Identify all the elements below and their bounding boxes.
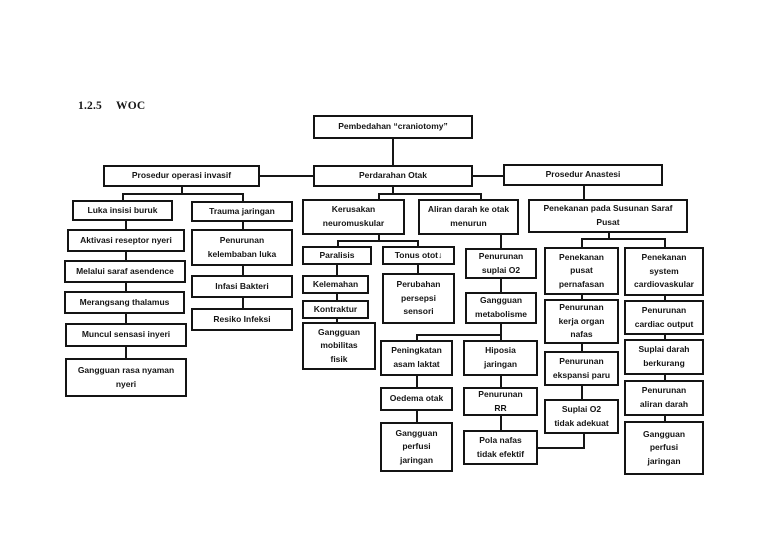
node-gangguan-rasa-nyaman-nyeri: Gangguan rasa nyaman nyeri: [65, 358, 187, 397]
node-peningkatan-asam-laktat: Peningkatan asam laktat: [380, 340, 453, 376]
connector-line: [125, 314, 127, 324]
connector-line: [378, 193, 380, 200]
connector-line: [608, 233, 610, 240]
connector-line: [500, 376, 502, 388]
node-melalui-saraf-asendence: Melalui saraf asendence: [64, 260, 186, 283]
connector-line: [336, 265, 338, 276]
connector-line: [664, 375, 666, 381]
node-penekanan-susunan-saraf-pusat: Penekanan pada Susunan Saraf Pusat: [528, 199, 688, 233]
connector-line: [664, 238, 666, 248]
node-infasi-bakteri: Infasi Bakteri: [191, 275, 293, 298]
section-heading: 1.2.5 WOC: [78, 100, 145, 112]
node-prosedur-anastesi: Prosedur Anastesi: [503, 164, 663, 186]
connector-line: [581, 295, 583, 300]
connector-line: [336, 319, 338, 323]
connector-line: [664, 416, 666, 422]
node-gangguan-perfusi-jaringan-tengah: Gangguan perfusi jaringan: [380, 422, 453, 472]
node-luka-insisi-buruk: Luka insisi buruk: [72, 200, 173, 221]
node-aktivasi-reseptor-nyeri: Aktivasi reseptor nyeri: [67, 229, 185, 252]
node-penurunan-ekspansi-paru: Penurunan ekspansi paru: [544, 351, 619, 386]
connector-line: [125, 347, 127, 359]
node-paralisis: Paralisis: [302, 246, 372, 265]
connector-line: [416, 411, 418, 423]
connector-line: [242, 266, 244, 276]
node-gangguan-metabolisme: Gangguan metabolisme: [465, 292, 537, 324]
node-penurunan-kelembaban-luka: Penurunan kelembaban luka: [191, 229, 293, 266]
node-muncul-sensasi-nyeri: Muncul sensasi inyeri: [65, 323, 187, 347]
connector-line: [500, 324, 502, 341]
connector-line: [392, 187, 394, 194]
node-penurunan-suplai-o2: Penurunan suplai O2: [465, 248, 537, 279]
connector-line: [664, 296, 666, 301]
node-penurunan-kerja-organ-nafas: Penurunan kerja organ nafas: [544, 299, 619, 344]
node-pola-nafas-tidak-efektif: Pola nafas tidak efektif: [463, 430, 538, 465]
node-perdarahan-otak: Perdarahan Otak: [313, 165, 473, 187]
node-kelemahan: Kelemahan: [302, 275, 369, 294]
connector-line: [337, 240, 339, 247]
node-gangguan-mobilitas-fisik: Gangguan mobilitas fisik: [302, 322, 376, 370]
section-title: WOC: [116, 100, 146, 112]
node-oedema-otak: Oedema otak: [380, 387, 453, 411]
node-trauma-jaringan: Trauma jaringan: [191, 201, 293, 222]
connector-line: [417, 265, 419, 274]
node-tonus-otot: Tonus otot↓: [382, 246, 455, 265]
node-aliran-darah-ke-otak-menurun: Aliran darah ke otak menurun: [418, 199, 519, 235]
node-perubahan-persepsi-sensori: Perubahan persepsi sensori: [382, 273, 455, 324]
node-kontraktur: Kontraktur: [302, 300, 369, 319]
connector-line: [242, 193, 244, 202]
connector-line: [500, 416, 502, 431]
connector-line: [125, 252, 127, 261]
connector-line: [125, 283, 127, 292]
connector-line: [242, 298, 244, 309]
connector-line: [664, 335, 666, 340]
connector-line: [242, 222, 244, 230]
section-number: 1.2.5: [78, 100, 102, 112]
connector-line: [480, 193, 482, 200]
connector-line: [122, 193, 124, 201]
connector-line: [336, 294, 338, 301]
connector-line: [473, 175, 504, 177]
node-penekanan-system-cardiovaskular: Penekanan system cardiovaskular: [624, 247, 704, 296]
connector-line: [581, 238, 666, 240]
node-resiko-infeksi: Resiko Infeksi: [191, 308, 293, 331]
node-prosedur-operasi-invasif: Prosedur operasi invasif: [103, 165, 260, 187]
connector-line: [337, 240, 419, 242]
connector-line: [392, 139, 394, 166]
connector-line: [416, 376, 418, 388]
node-suplai-darah-berkurang: Suplai darah berkurang: [624, 339, 704, 375]
connector-line: [500, 279, 502, 293]
node-penekanan-pusat-pernafasan: Penekanan pusat pernafasan: [544, 247, 619, 295]
node-merangsang-thalamus: Merangsang thalamus: [64, 291, 185, 314]
connector-line: [122, 193, 244, 195]
node-penurunan-cardiac-output: Penurunan cardiac output: [624, 300, 704, 335]
connector-line: [538, 447, 585, 449]
connector-line: [500, 235, 502, 249]
connector-line: [378, 235, 380, 241]
node-penurunan-aliran-darah: Penurunan aliran darah: [624, 380, 704, 416]
connector-line: [416, 334, 418, 341]
connector-line: [181, 187, 183, 194]
connector-line: [260, 175, 313, 177]
connector-line: [378, 193, 482, 195]
connector-line: [583, 186, 585, 200]
connector-line: [125, 221, 127, 230]
node-kerusakan-neuromuskular: Kerusakan neuromuskular: [302, 199, 405, 235]
connector-line: [581, 238, 583, 248]
connector-line: [417, 240, 419, 247]
connector-line: [583, 434, 585, 449]
node-gangguan-perfusi-jaringan-kanan: Gangguan perfusi jaringan: [624, 421, 704, 475]
connector-line: [581, 344, 583, 352]
connector-line: [581, 386, 583, 400]
node-suplai-o2-tidak-adekuat: Suplai O2 tidak adekuat: [544, 399, 619, 434]
node-pembedahan-craniotomy: Pembedahan “craniotomy”: [313, 115, 473, 139]
node-penurunan-rr: Penurunan RR: [463, 387, 538, 416]
node-hiposia-jaringan: Hiposia jaringan: [463, 340, 538, 376]
connector-line: [416, 334, 502, 336]
